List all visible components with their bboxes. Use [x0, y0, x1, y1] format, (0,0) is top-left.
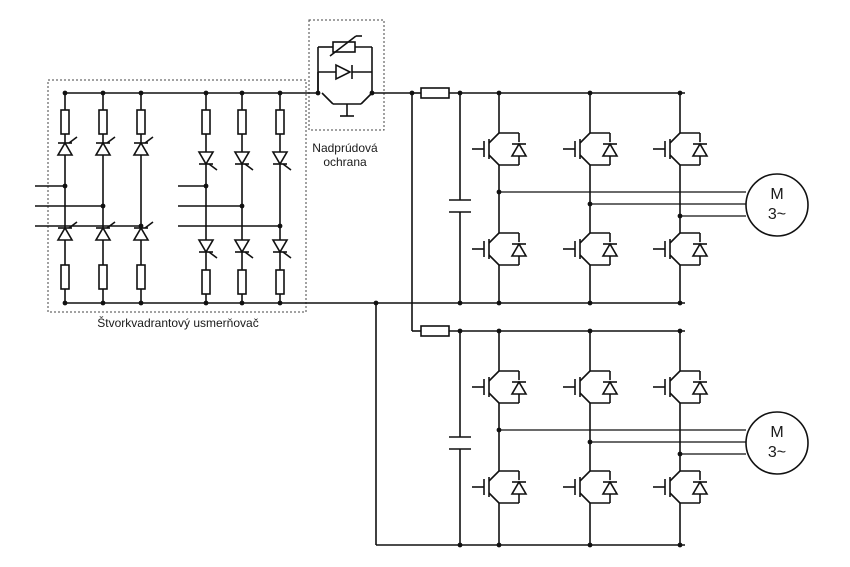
diode-icon — [590, 470, 619, 504]
diode-icon — [680, 470, 709, 504]
overcurrent-protection-box — [308, 19, 385, 131]
fuse-icon — [420, 325, 450, 337]
igbt-icon — [472, 125, 500, 173]
diode-icon — [590, 232, 619, 266]
motor-2: M 3~ — [745, 411, 809, 475]
motor2-phase-label: 3~ — [768, 444, 786, 461]
diode-icon — [499, 470, 528, 504]
resistor-icon — [237, 109, 247, 135]
diode-icon — [590, 370, 619, 404]
capacitor-icon — [449, 199, 471, 213]
thyristor-icon — [233, 151, 254, 171]
dc-junctions — [373, 90, 463, 548]
motor1-phase-label: 3~ — [768, 206, 786, 223]
igbt-icon — [563, 363, 591, 411]
thyristor-icon — [271, 151, 292, 171]
protection-diode-icon — [335, 63, 353, 81]
motor1-phase-wires — [499, 191, 746, 217]
diode-icon — [680, 370, 709, 404]
thyristor-icon — [197, 239, 218, 259]
diode-icon — [680, 232, 709, 266]
igbt-icon — [563, 463, 591, 511]
thyristor-icon — [233, 239, 254, 259]
resistor-icon — [201, 269, 211, 295]
igbt-icon — [472, 225, 500, 273]
motor-icon — [745, 411, 809, 475]
motor-1: M 3~ — [745, 173, 809, 237]
rectifier-box — [47, 79, 307, 313]
igbt-icon — [563, 225, 591, 273]
diode-icon — [680, 132, 709, 166]
resistor-icon — [60, 264, 70, 290]
resistor-icon — [98, 109, 108, 135]
dc-link-rails — [284, 92, 685, 546]
diode-icon — [590, 132, 619, 166]
resistor-icon — [201, 109, 211, 135]
igbt-icon — [653, 363, 681, 411]
overcurrent-protection-circuit — [284, 46, 412, 94]
igbt-icon — [653, 225, 681, 273]
motor2-phase-wires — [499, 429, 746, 455]
thyristor-icon — [271, 239, 292, 259]
rectifier-label: Štvorkvadrantový usmerňovač — [97, 315, 258, 330]
resistor-icon — [136, 109, 146, 135]
resistor-icon — [136, 264, 146, 290]
resistor-icon — [275, 109, 285, 135]
thyristor-icon — [132, 136, 154, 156]
motor2-label: M — [770, 424, 783, 441]
protection-igbt-icon — [321, 92, 373, 117]
fuse-icon — [420, 87, 450, 99]
diode-icon — [499, 132, 528, 166]
igbt-icon — [563, 125, 591, 173]
rectifier-busbars — [63, 92, 284, 304]
thyristor-icon — [94, 136, 116, 156]
ac-input-junctions — [62, 183, 283, 229]
capacitor-icon — [449, 436, 471, 450]
thyristor-icon — [56, 221, 78, 241]
igbt-icon — [653, 463, 681, 511]
igbt-icon — [653, 125, 681, 173]
thyristor-icon — [56, 136, 78, 156]
thyristor-icon — [94, 221, 116, 241]
rectifier-thyristor-arms — [56, 90, 292, 306]
motor1-label: M — [770, 186, 783, 203]
thyristor-icon — [197, 151, 218, 171]
overcurrent-label-line2: ochrana — [323, 155, 367, 169]
ac-input-lines — [35, 185, 280, 227]
diode-icon — [499, 232, 528, 266]
igbt-icon — [472, 363, 500, 411]
diode-icon — [499, 370, 528, 404]
motor-icon — [745, 173, 809, 237]
inverter-bridges — [472, 90, 709, 548]
overcurrent-label-line1: Nadprúdová — [312, 141, 378, 155]
resistor-icon — [275, 269, 285, 295]
resistor-icon — [98, 264, 108, 290]
igbt-icon — [472, 463, 500, 511]
resistor-icon — [60, 109, 70, 135]
resistor-icon — [237, 269, 247, 295]
thyristor-icon — [132, 221, 154, 241]
varistor-icon — [329, 35, 362, 57]
